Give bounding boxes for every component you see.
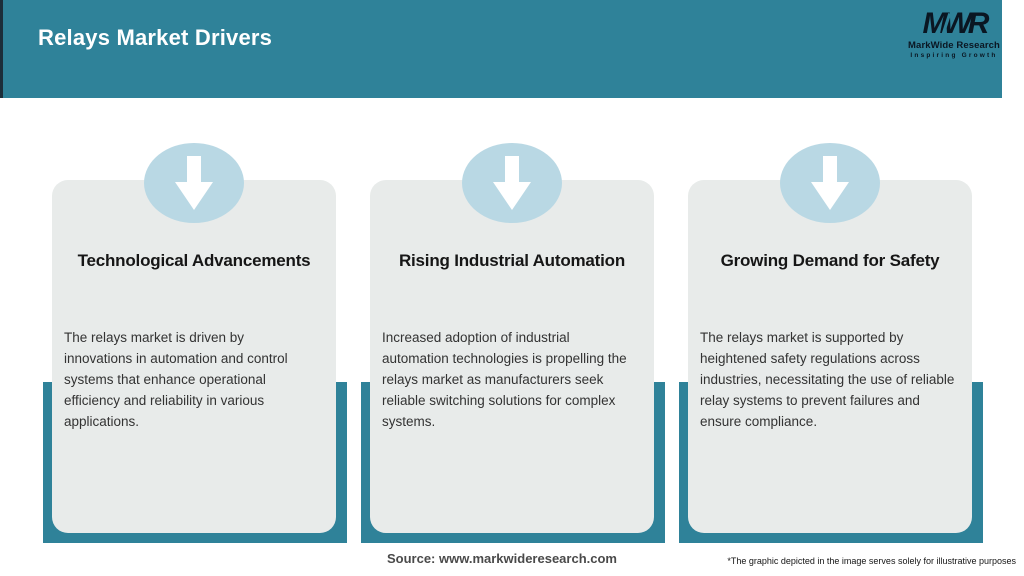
header-bar: Relays Market Drivers MWR MarkWide Resea… — [0, 0, 1002, 98]
down-arrow-icon — [144, 143, 244, 223]
page-title: Relays Market Drivers — [38, 25, 273, 50]
card-rising-industrial-automation — [370, 180, 654, 533]
logo-monogram-text: MWR — [922, 7, 990, 40]
logo-tagline: Inspiring Growth — [910, 52, 998, 59]
card-growing-demand-for-safety — [688, 180, 972, 533]
card-title: Technological Advancements — [77, 251, 311, 270]
down-arrow-icon — [780, 143, 880, 223]
card-description: The relays market is supported by height… — [700, 330, 955, 429]
card-technological-advancements — [52, 180, 336, 533]
card-description: The relays market is driven by innovatio… — [64, 330, 288, 429]
source-text: Source: www.markwideresearch.com — [386, 551, 617, 566]
disclaimer-text: *The graphic depicted in the image serve… — [727, 556, 1016, 566]
card-title: Rising Industrial Automation — [398, 251, 626, 270]
header-left-edge — [0, 0, 3, 98]
down-arrow-icon — [462, 143, 562, 223]
logo-company-name: MarkWide Research — [908, 40, 1000, 51]
markwide-research-logo: MWR MarkWide Research Inspiring Growth — [908, 9, 1000, 60]
logo-monogram: MWR — [908, 9, 1000, 39]
card-description: Increased adoption of industrial automat… — [382, 330, 627, 429]
card-title: Growing Demand for Safety — [720, 251, 940, 270]
